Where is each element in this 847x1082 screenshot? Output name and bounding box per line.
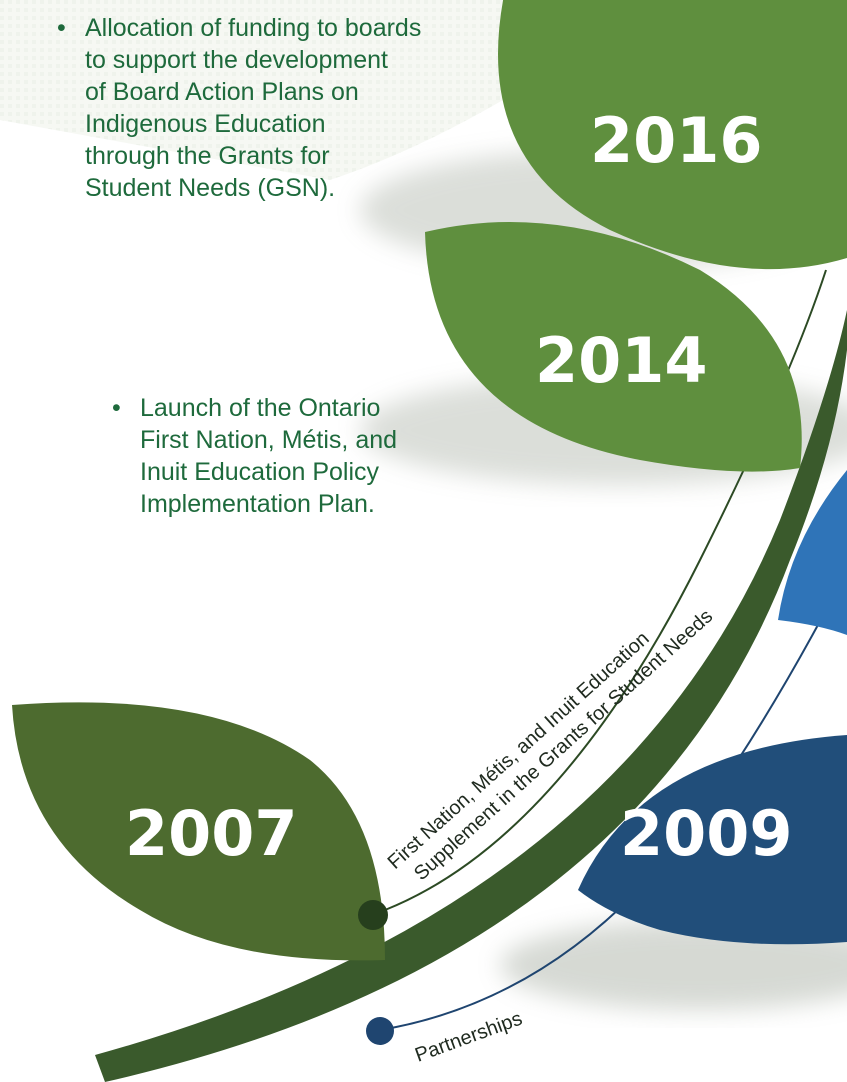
bullet-2016-line: Indigenous Education xyxy=(85,110,326,138)
bullet-2014-line: Implementation Plan. xyxy=(140,490,375,518)
year-2014-label: 2014 xyxy=(535,324,708,397)
bullet-2016-line: Student Needs (GSN). xyxy=(85,174,336,202)
leaf-2014 xyxy=(425,221,802,472)
bullet-2016: • Allocation of funding to boards to sup… xyxy=(57,12,485,204)
bullet-2016-line: of Board Action Plans on xyxy=(85,78,359,106)
bullet-marker: • xyxy=(112,394,121,422)
leaf-2016 xyxy=(498,0,847,270)
connector-line-green xyxy=(384,269,827,911)
bullet-2014-line: First Nation, Métis, and xyxy=(140,426,398,454)
bullet-2014-line: Inuit Education Policy xyxy=(140,458,380,486)
milestone-dot-blue xyxy=(366,1017,394,1045)
year-2007-label: 2007 xyxy=(125,797,298,870)
bullet-2014-line: Launch of the Ontario xyxy=(140,394,381,422)
year-2009-label: 2009 xyxy=(620,797,793,870)
leaf-2007 xyxy=(12,702,385,961)
background-texture xyxy=(0,0,540,180)
bullet-2016-line: to support the development xyxy=(85,46,388,74)
year-2016-label: 2016 xyxy=(590,104,763,177)
bullet-2016-line: through the Grants for xyxy=(85,142,330,170)
bullet-marker: • xyxy=(57,14,66,42)
bullet-2014: • Launch of the Ontario First Nation, Mé… xyxy=(112,392,460,520)
main-stem xyxy=(95,310,847,1082)
bullet-2016-line: Allocation of funding to boards xyxy=(85,14,422,42)
milestone-dot-green xyxy=(358,900,388,930)
partnerships-label: Partnerships xyxy=(412,1008,525,1067)
leaf-2009 xyxy=(578,735,847,945)
leaf-blue-light xyxy=(778,470,847,635)
